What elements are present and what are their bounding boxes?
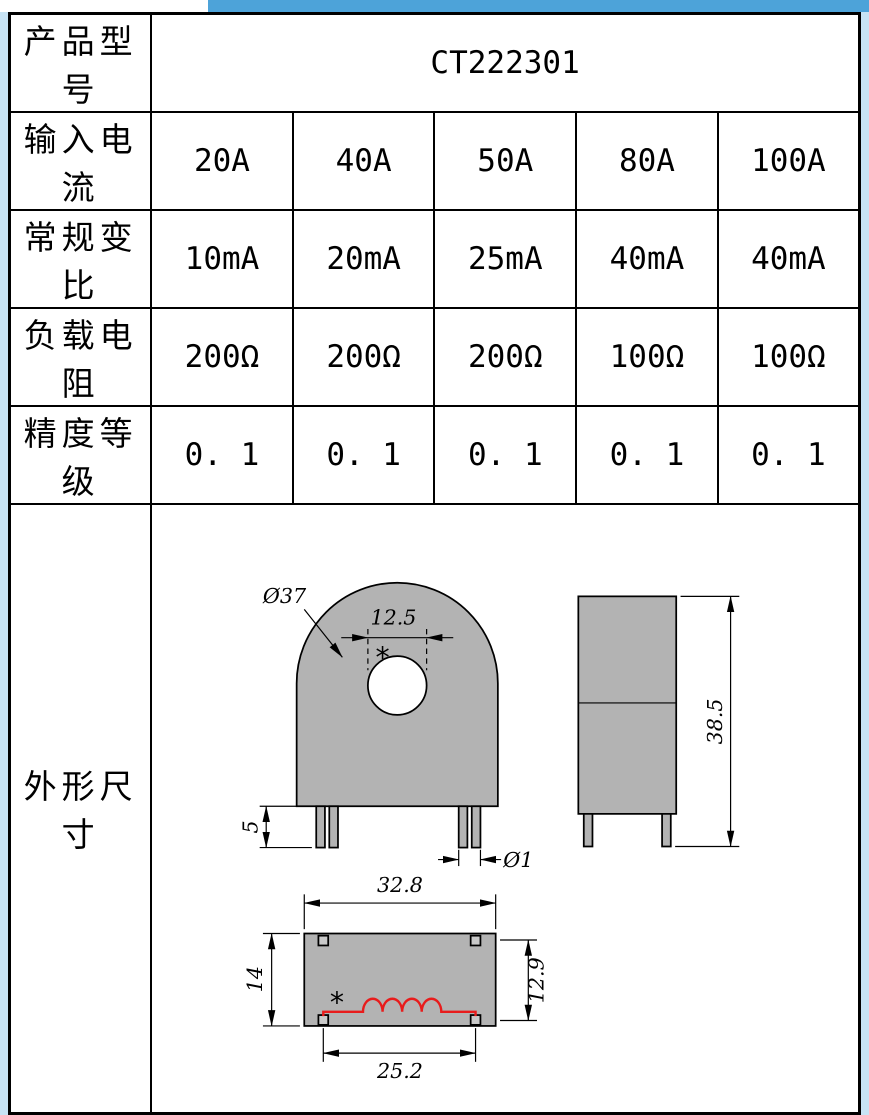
spec-cell: 25mA xyxy=(433,209,578,309)
table-row-ratio: 常规变比 10mA 20mA 25mA 40mA 40mA xyxy=(8,209,861,309)
dim-total-height: 38.5 xyxy=(675,595,740,848)
table-row-dimensions: 外形尺寸 xyxy=(8,502,861,1115)
side-view: 38.5 xyxy=(577,595,740,848)
spec-cell: 0. 1 xyxy=(716,405,861,505)
spec-cell: 40mA xyxy=(575,209,719,309)
spec-cell: 10mA xyxy=(150,209,294,309)
front-pin xyxy=(457,805,469,849)
table-row-model: 产品型号 CT222301 xyxy=(8,12,861,113)
dim-body-width: 32.8 xyxy=(303,873,497,930)
dim-pin-row-span: 12.9 xyxy=(500,939,549,1022)
front-view: Ø37 12.5 * xyxy=(239,581,534,872)
table-row-accuracy: 精度等级 0. 1 0. 1 0. 1 0. 1 0. 1 xyxy=(8,405,861,505)
front-pin xyxy=(328,805,340,849)
solder-pad xyxy=(317,1014,330,1026)
dim-pin-row-span-label: 12.9 xyxy=(525,957,549,1003)
outline-dimension-drawing: Ø37 12.5 * xyxy=(239,581,740,1083)
center-hole xyxy=(367,655,428,716)
dim-pin-length: 5 xyxy=(239,805,313,849)
model-number: CT222301 xyxy=(150,12,861,113)
spec-cell: 80A xyxy=(575,111,719,211)
row-label-load-resistance: 负载电阻 xyxy=(8,307,153,407)
solder-pad xyxy=(469,934,482,947)
spec-cell: 50A xyxy=(433,111,578,211)
row-label-model: 产品型号 xyxy=(8,12,153,113)
spec-cell: 0. 1 xyxy=(433,405,578,505)
front-polarity-mark: * xyxy=(376,641,390,674)
dim-pin-diameter-label: Ø1 xyxy=(502,848,533,872)
bottom-polarity-mark: * xyxy=(330,986,344,1019)
spec-cell: 100Ω xyxy=(575,307,719,407)
dim-outer-diameter: Ø37 xyxy=(262,584,343,658)
dim-pin-diameter: Ø1 xyxy=(438,848,534,872)
solder-pad xyxy=(317,934,330,947)
side-pin xyxy=(583,812,594,848)
dim-total-height-label: 38.5 xyxy=(703,698,727,744)
spec-cell: 200Ω xyxy=(433,307,578,407)
dim-body-depth: 14 xyxy=(243,932,301,1027)
spec-cell: 20mA xyxy=(291,209,436,309)
spec-cell: 100Ω xyxy=(716,307,861,407)
dim-pin-col-span: 25.2 xyxy=(322,1028,477,1083)
dim-outer-diameter-label: Ø37 xyxy=(262,584,307,608)
row-label-accuracy: 精度等级 xyxy=(8,405,153,505)
dim-hole-diameter: 12.5 xyxy=(341,606,454,671)
spec-cell: 0. 1 xyxy=(575,405,719,505)
spec-cell: 40mA xyxy=(716,209,861,309)
dim-pin-length-label: 5 xyxy=(239,820,263,833)
side-pin xyxy=(661,812,672,848)
side-view-body xyxy=(577,595,678,815)
row-label-dimensions: 外形尺寸 xyxy=(8,502,153,1115)
dim-hole-diameter-label: 12.5 xyxy=(371,606,417,630)
row-label-ratio: 常规变比 xyxy=(8,209,153,309)
front-pin xyxy=(471,805,482,849)
spec-cell: 0. 1 xyxy=(291,405,436,505)
dim-body-width-label: 32.8 xyxy=(377,873,423,897)
solder-pad xyxy=(469,1014,482,1026)
dimension-drawing-cell: Ø37 12.5 * xyxy=(150,502,861,1115)
front-pin xyxy=(315,805,326,849)
spec-cell: 200Ω xyxy=(291,307,436,407)
dim-body-depth-label: 14 xyxy=(243,966,267,992)
top-strip-blue xyxy=(208,0,869,12)
spec-cell: 100A xyxy=(716,111,861,211)
spec-cell: 40A xyxy=(291,111,436,211)
spec-cell: 200Ω xyxy=(150,307,294,407)
bottom-view: * 32.8 14 xyxy=(243,873,549,1083)
dim-pin-col-span-label: 25.2 xyxy=(376,1059,423,1083)
spec-table: 产品型号 CT222301 输入电流 20A 40A 50A 80A 100A … xyxy=(8,12,861,1115)
spec-cell: 0. 1 xyxy=(150,405,294,505)
table-row-input-current: 输入电流 20A 40A 50A 80A 100A xyxy=(8,111,861,211)
row-label-input-current: 输入电流 xyxy=(8,111,153,211)
spec-cell: 20A xyxy=(150,111,294,211)
top-strip-white xyxy=(0,0,208,12)
table-row-load-resistance: 负载电阻 200Ω 200Ω 200Ω 100Ω 100Ω xyxy=(8,307,861,407)
